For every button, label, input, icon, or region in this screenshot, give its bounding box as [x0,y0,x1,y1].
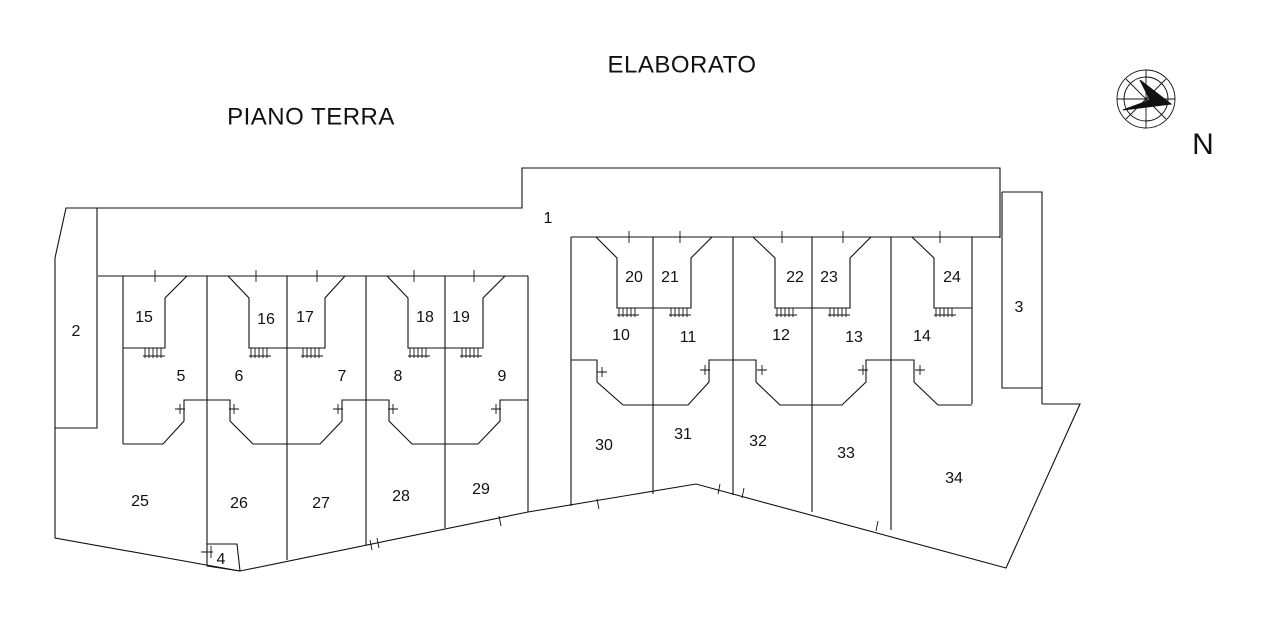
unit-1-label: 1 [544,210,553,227]
unit-10-label: 10 [612,327,630,344]
unit-labels: 1 2 3 4 5 6 7 8 9 10 11 12 13 14 15 16 1… [72,210,1024,568]
unit-3-label: 3 [1015,299,1024,316]
unit-13-label: 13 [845,329,863,346]
unit-22-label: 22 [786,269,804,286]
plan-title: ELABORATO [608,51,757,78]
compass-rose-icon [1116,69,1176,129]
unit-23-label: 23 [820,269,838,286]
unit-34-label: 34 [945,470,963,487]
unit-28-label: 28 [392,488,410,505]
plan-subtitle: PIANO TERRA [227,103,395,130]
unit-33-label: 33 [837,445,855,462]
stair-symbol-icon [143,308,956,358]
unit-2-label: 2 [72,323,81,340]
door-marks [154,231,941,558]
unit-27-label: 27 [312,495,330,512]
unit-6-label: 6 [235,368,244,385]
unit-20-label: 20 [625,269,643,286]
unit-5-label: 5 [177,368,186,385]
unit-29-label: 29 [472,481,490,498]
unit-31-label: 31 [674,426,692,443]
east-block [571,236,973,530]
unit-8-label: 8 [394,368,403,385]
unit-7-label: 7 [338,368,347,385]
unit-32-label: 32 [749,433,767,450]
unit-16-label: 16 [257,311,275,328]
unit-12-label: 12 [772,327,790,344]
unit-26-label: 26 [230,495,248,512]
unit-21-label: 21 [661,269,679,286]
north-label: N [1192,128,1214,161]
unit-9-label: 9 [498,368,507,385]
unit-14-label: 14 [913,328,931,345]
building-outline [54,167,1081,572]
unit-17-label: 17 [296,309,314,326]
unit-18-label: 18 [416,309,434,326]
unit-25-label: 25 [131,493,149,510]
unit-30-label: 30 [595,437,613,454]
unit-4-label: 4 [217,551,226,568]
unit-19-label: 19 [452,309,470,326]
west-block [122,275,528,560]
unit-15-label: 15 [135,309,153,326]
unit-11-label: 11 [680,329,697,346]
unit-24-label: 24 [943,269,961,286]
